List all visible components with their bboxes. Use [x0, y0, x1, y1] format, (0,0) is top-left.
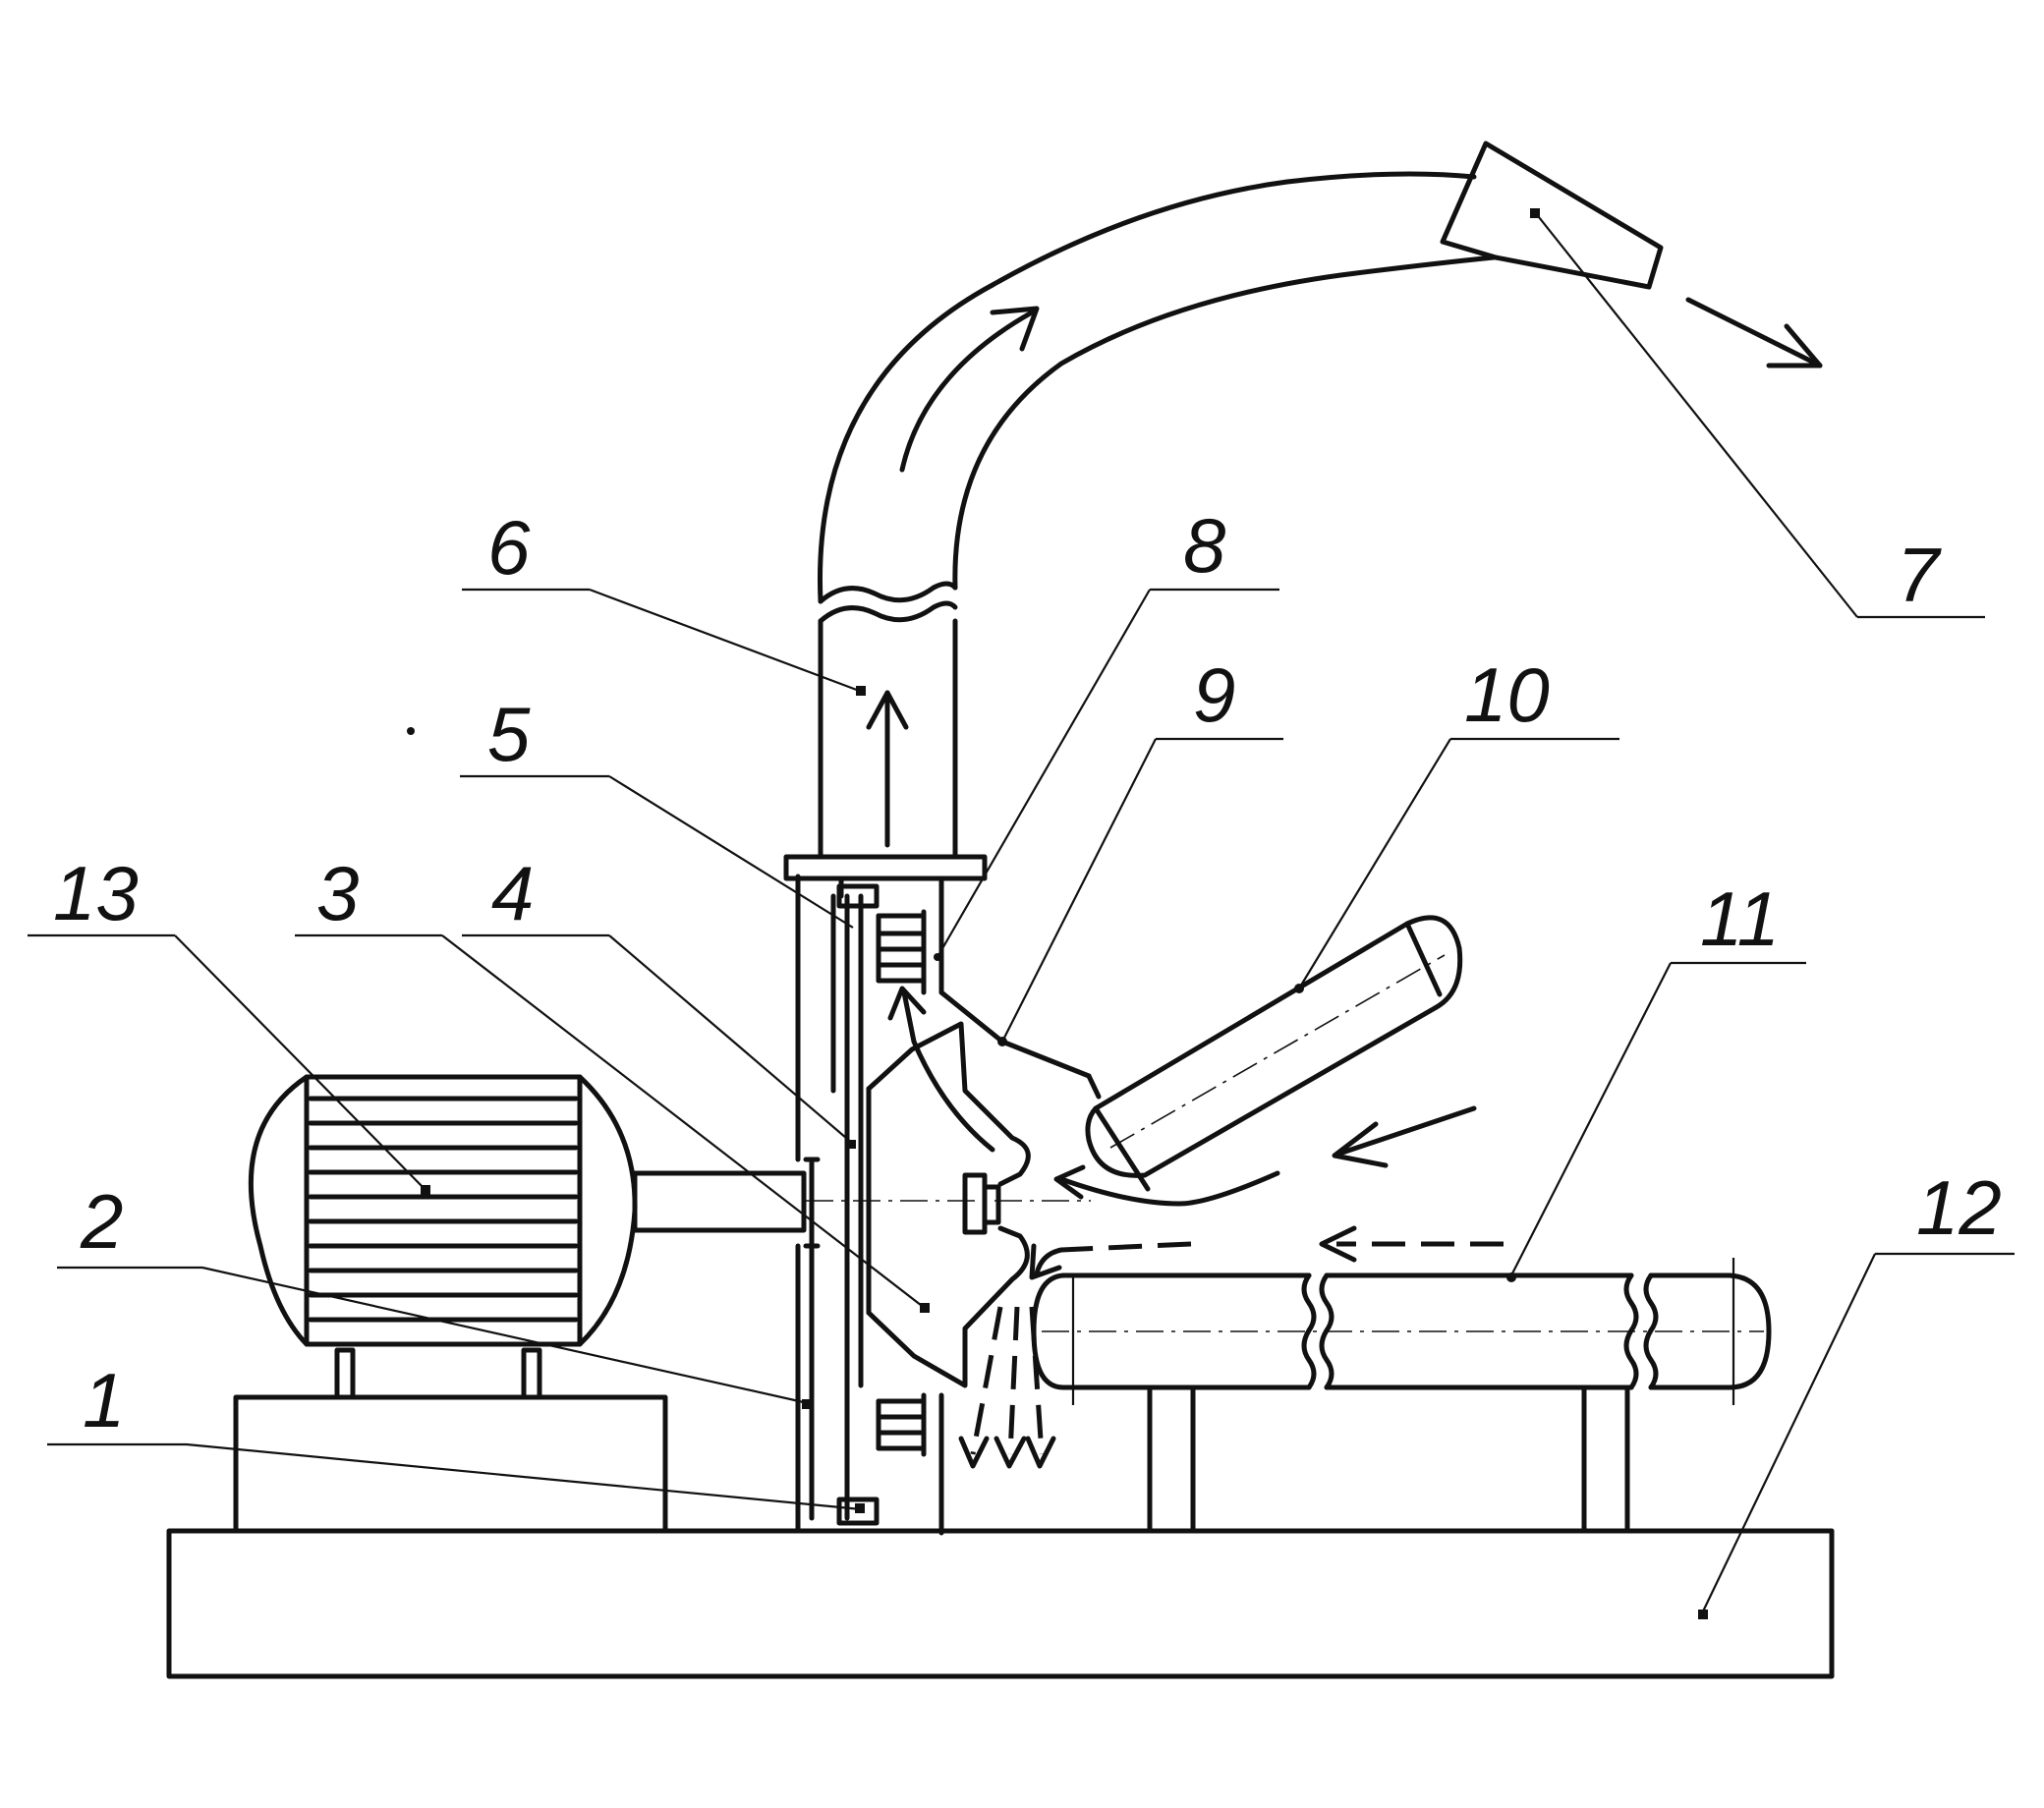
labyrinth-seal-top — [876, 913, 925, 984]
base-frame — [166, 1528, 1835, 1679]
electric-motor — [248, 1074, 807, 1347]
label-2: 2 — [80, 1178, 123, 1265]
label-1: 1 — [83, 1357, 125, 1443]
nozzle-connector-9 — [938, 989, 1102, 1100]
label-11: 11 — [1700, 876, 1780, 962]
label-13: 13 — [53, 850, 139, 936]
label-3: 3 — [316, 850, 359, 936]
label-4: 4 — [491, 850, 534, 936]
accelerating-nozzle-10 — [1085, 915, 1463, 1192]
flow-arrows — [806, 297, 1823, 1469]
label-6: 6 — [487, 504, 531, 591]
housing — [783, 854, 988, 1536]
label-12: 12 — [1916, 1164, 2002, 1251]
label-7: 7 — [1897, 532, 1942, 618]
leader-lines — [28, 211, 2015, 1614]
outlet-pipe-6 — [817, 171, 1497, 860]
label-10: 10 — [1464, 651, 1550, 738]
part-number-labels: 1 2 13 3 4 5 6 8 9 10 11 12 7 — [53, 502, 2002, 1443]
label-9: 9 — [1193, 651, 1235, 738]
label-5: 5 — [487, 691, 531, 777]
output-device-7 — [1440, 141, 1664, 290]
label-8: 8 — [1183, 502, 1225, 589]
motor-fins — [308, 1096, 579, 1323]
horizontal-nozzle-11 — [1031, 1258, 1772, 1534]
motor-pedestal — [233, 1347, 668, 1534]
labyrinth-seal-bottom — [876, 1398, 925, 1451]
leader-dots — [407, 208, 1708, 1619]
rotor-body — [866, 1021, 1031, 1388]
